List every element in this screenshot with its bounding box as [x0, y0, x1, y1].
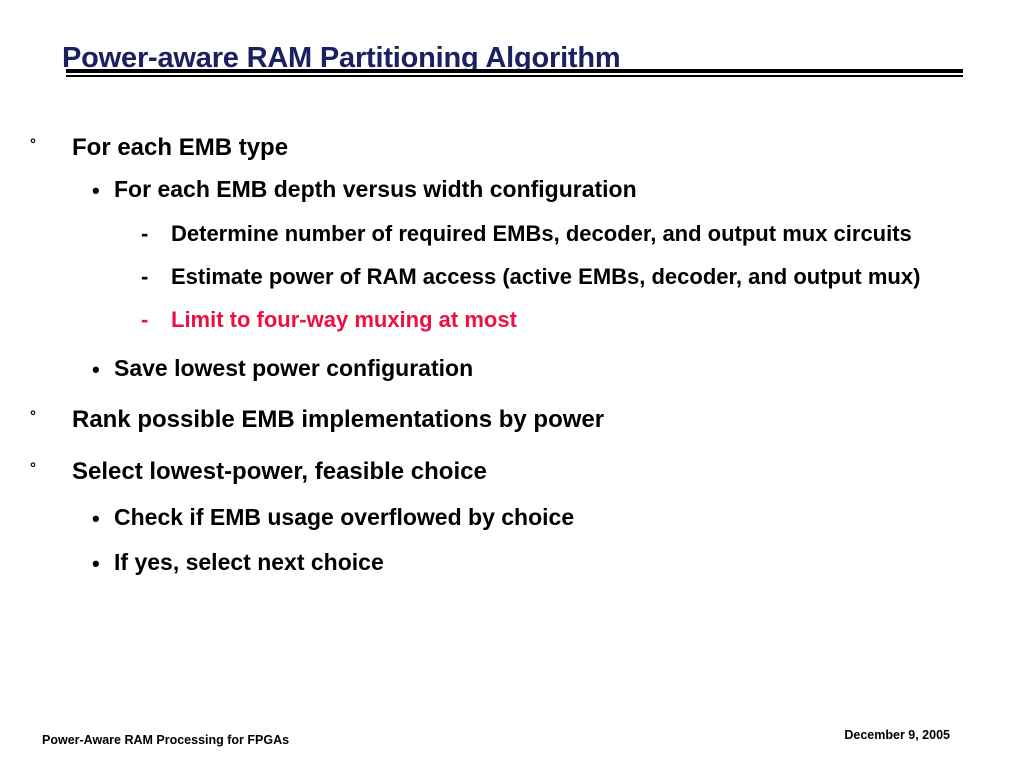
bullet-item-level3: - Estimate power of RAM access (active E…	[0, 263, 1024, 291]
bullet-text: If yes, select next choice	[114, 549, 384, 575]
dash-bullet-icon: -	[141, 221, 149, 246]
bullet-text: Select lowest-power, feasible choice	[72, 458, 487, 485]
slide-body-content: ° For each EMB type • For each EMB depth…	[0, 132, 1024, 584]
title-divider-thick-line	[66, 69, 963, 73]
round-bullet-icon: •	[92, 506, 100, 531]
round-bullet-icon: •	[92, 178, 100, 203]
spacer	[0, 297, 1024, 306]
spacer	[0, 340, 1024, 354]
bullet-text: Determine number of required EMBs, decod…	[171, 221, 912, 246]
round-bullet-icon: •	[92, 357, 100, 382]
bullet-text-highlighted: Limit to four-way muxing at most	[171, 307, 517, 332]
footer-presentation-title: Power-Aware RAM Processing for FPGAs	[42, 733, 290, 747]
degree-bullet-icon: °	[30, 460, 36, 477]
bullet-text: Check if EMB usage overflowed by choice	[114, 504, 575, 530]
round-bullet-icon: •	[92, 551, 100, 576]
spacer	[0, 254, 1024, 263]
dash-bullet-icon: -	[141, 264, 149, 289]
bullet-text: Estimate power of RAM access (active EMB…	[171, 264, 921, 289]
bullet-item-level2: • For each EMB depth versus width config…	[0, 175, 1024, 204]
bullet-text: Rank possible EMB implementations by pow…	[72, 406, 605, 433]
spacer	[0, 494, 1024, 503]
degree-bullet-icon: °	[30, 136, 36, 153]
title-divider	[66, 69, 963, 77]
bullet-item-level1: ° For each EMB type	[0, 132, 1024, 163]
bullet-item-level1: ° Rank possible EMB implementations by p…	[0, 404, 1024, 435]
bullet-item-level1: ° Select lowest-power, feasible choice	[0, 456, 1024, 487]
bullet-item-level2: • Check if EMB usage overflowed by choic…	[0, 503, 1024, 532]
spacer	[0, 539, 1024, 548]
spacer	[0, 211, 1024, 220]
spacer	[0, 390, 1024, 404]
bullet-text: For each EMB depth versus width configur…	[114, 176, 637, 202]
footer-date: December 9, 2005	[844, 728, 950, 742]
bullet-item-level2: • Save lowest power configuration	[0, 354, 1024, 383]
bullet-text: Save lowest power configuration	[114, 355, 474, 381]
degree-bullet-icon: °	[30, 408, 36, 425]
bullet-item-level3-highlighted: - Limit to four-way muxing at most	[0, 306, 1024, 334]
bullet-item-level3: - Determine number of required EMBs, dec…	[0, 220, 1024, 248]
dash-bullet-icon: -	[141, 307, 149, 332]
title-divider-thin-line	[66, 75, 963, 77]
spacer	[0, 442, 1024, 456]
bullet-item-level2: • If yes, select next choice	[0, 548, 1024, 577]
bullet-text: For each EMB type	[72, 134, 289, 161]
